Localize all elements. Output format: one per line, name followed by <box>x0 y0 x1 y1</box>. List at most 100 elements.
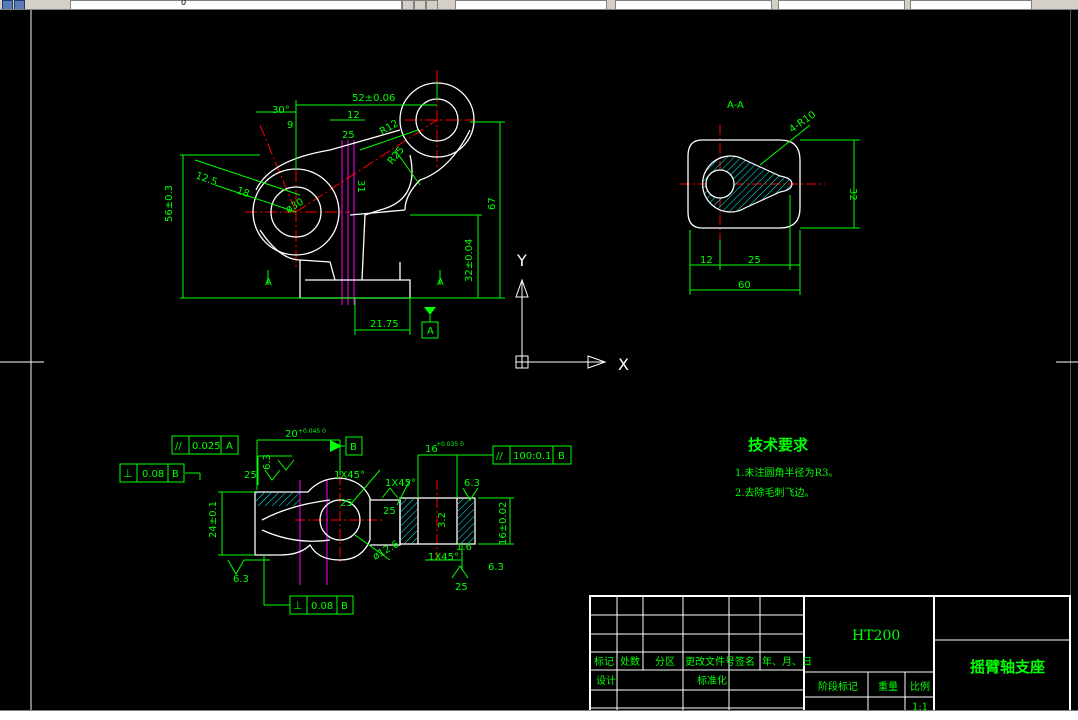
section-mark-right: A <box>437 277 444 288</box>
dim-21-75: 21.75 <box>370 319 399 330</box>
sec-dim-32: 32 <box>847 188 858 201</box>
dim-phi30: ø30 <box>284 197 306 216</box>
title-block: 标记 处数 分区 更改文件号 签名 年、月、日 设计 标准化 阶段标记 重量 比… <box>589 595 1071 713</box>
fcf-parallel-b: // 100:0.1 B <box>492 445 572 465</box>
dim-9: 9 <box>287 120 293 131</box>
dim-r12: R12 <box>378 118 401 137</box>
dim-52: 52±0.06 <box>352 93 395 104</box>
svg-text:100:0.1: 100:0.1 <box>513 451 551 462</box>
rough-6-3-d: 6.3 <box>488 562 504 573</box>
dim-56: 56±0.3 <box>164 185 175 222</box>
dim-16-02: 16±0.02 <box>498 502 509 545</box>
rough-25-c: 25 <box>383 506 396 517</box>
section-label: A-A <box>727 100 744 111</box>
layer-previous-button[interactable] <box>402 0 414 9</box>
tech-req-line-2: 2.去除毛刺飞边。 <box>735 486 815 499</box>
tb-stage: 阶段标记 <box>818 680 858 693</box>
chamfer-3: 1X45° <box>428 552 459 563</box>
dim-phi12: ø12.6 <box>371 539 401 563</box>
ucs-y-label: Y <box>516 251 527 270</box>
dim-1-6: 1.6 <box>456 542 472 553</box>
viewport-border-left <box>30 10 32 710</box>
sec-dim-r10: 4-R10 <box>787 109 818 135</box>
svg-text:⊥: ⊥ <box>293 599 303 612</box>
dim-20-tol: +0.045 0 <box>298 428 326 435</box>
color-combo[interactable] <box>455 0 607 9</box>
tb-material: HT200 <box>852 628 900 644</box>
tb-mark: 标记 <box>594 656 614 668</box>
technical-requirements: 技术要求 1.未注圆角半径为R3。 2.去除毛刺飞边。 <box>735 436 838 499</box>
tb-std: 标准化 <box>697 674 727 687</box>
sec-dim-12: 12 <box>700 255 713 266</box>
svg-text:B: B <box>558 451 565 462</box>
dim-18: 18 <box>235 185 251 200</box>
datum-b-box: B <box>330 436 363 456</box>
fcf-perp-b-bottom: ⊥ 0.08 B <box>289 595 354 615</box>
layer-match-button[interactable] <box>414 0 426 9</box>
section-a-a-view: A-A 4-R10 32 12 <box>680 100 860 295</box>
tb-sign: 签名 <box>735 655 755 668</box>
tb-scale: 比例 <box>910 680 930 693</box>
layer-icon[interactable] <box>2 0 13 9</box>
dim-32: 32±0.04 <box>464 239 475 282</box>
rough-6-3-c: 6.3 <box>464 478 480 489</box>
chamfer-2: 1X45° <box>385 478 416 489</box>
rough-6-3-b: 6.3 <box>233 574 249 585</box>
dim-16-tol: +0.035 0 <box>436 441 464 448</box>
svg-text:0.025: 0.025 <box>192 441 221 452</box>
rough-25-b: 25 <box>340 498 353 509</box>
ucs-x-label: X <box>618 355 629 374</box>
dim-31: 31 <box>355 180 366 193</box>
lineweight-combo[interactable] <box>778 0 905 9</box>
dim-16: 16 <box>425 444 438 455</box>
dim-24: 24±0.1 <box>208 501 219 538</box>
svg-text:⊥: ⊥ <box>123 467 133 480</box>
left-dock <box>0 10 30 710</box>
sec-dim-25: 25 <box>748 255 761 266</box>
dim-12-5: 12.5 <box>194 170 219 188</box>
tech-req-title: 技术要求 <box>748 436 809 454</box>
svg-text:B: B <box>350 442 357 453</box>
svg-text://: // <box>496 451 503 462</box>
sec-dim-60: 60 <box>738 280 751 291</box>
layer-states-button[interactable] <box>426 0 438 9</box>
front-view: 52±0.06 12 9 30° 25 R12 R25 12.5 18 31 ø… <box>164 70 505 339</box>
svg-text:A: A <box>226 441 233 452</box>
layer-state-icon[interactable] <box>14 0 25 9</box>
svg-text:0.08: 0.08 <box>311 601 333 612</box>
tb-date: 年、月、日 <box>762 655 812 668</box>
ucs-icon: Y X <box>515 251 629 374</box>
plotstyle-combo[interactable] <box>910 0 1032 9</box>
tb-scale-value: 1:1 <box>912 702 928 713</box>
rough-25-d: 25 <box>455 582 468 593</box>
rough-25-a: 25 <box>244 470 257 481</box>
fcf-perp-b-left: ⊥ 0.08 B <box>119 463 185 483</box>
toolbar: 0 <box>0 0 1078 10</box>
dim-67: 67 <box>487 197 498 210</box>
section-mark-left: A <box>265 277 272 288</box>
tb-zone: 分区 <box>655 656 675 668</box>
tb-weight: 重量 <box>878 680 898 693</box>
rough-6-3-a: 6.3 <box>262 454 273 470</box>
svg-text:B: B <box>341 601 348 612</box>
tb-count: 处数 <box>620 655 640 668</box>
dim-30deg: 30° <box>272 105 290 116</box>
top-view: 20 +0.045 0 16 +0.035 0 25 6.3 1X45° 1X4… <box>119 428 572 615</box>
layer-combo[interactable]: 0 <box>70 0 402 9</box>
dim-r25: R25 <box>386 145 407 167</box>
dim-3-2: 3.2 <box>437 512 448 528</box>
layer-combo-value: 0 <box>181 0 187 7</box>
linetype-combo[interactable] <box>615 0 772 9</box>
svg-text://: // <box>175 441 182 452</box>
right-scrollbar[interactable] <box>1070 10 1078 710</box>
dim-12: 12 <box>347 110 360 121</box>
tb-part-name: 摇臂轴支座 <box>970 658 1045 676</box>
datum-a-box: A <box>421 307 439 339</box>
tb-docno: 更改文件号 <box>685 655 735 668</box>
chamfer-1: 1X45° <box>334 470 365 481</box>
svg-text:B: B <box>172 469 179 480</box>
fcf-parallel-a: // 0.025 A <box>171 435 239 455</box>
dim-20: 20 <box>285 429 298 440</box>
command-line[interactable] <box>0 710 1078 720</box>
